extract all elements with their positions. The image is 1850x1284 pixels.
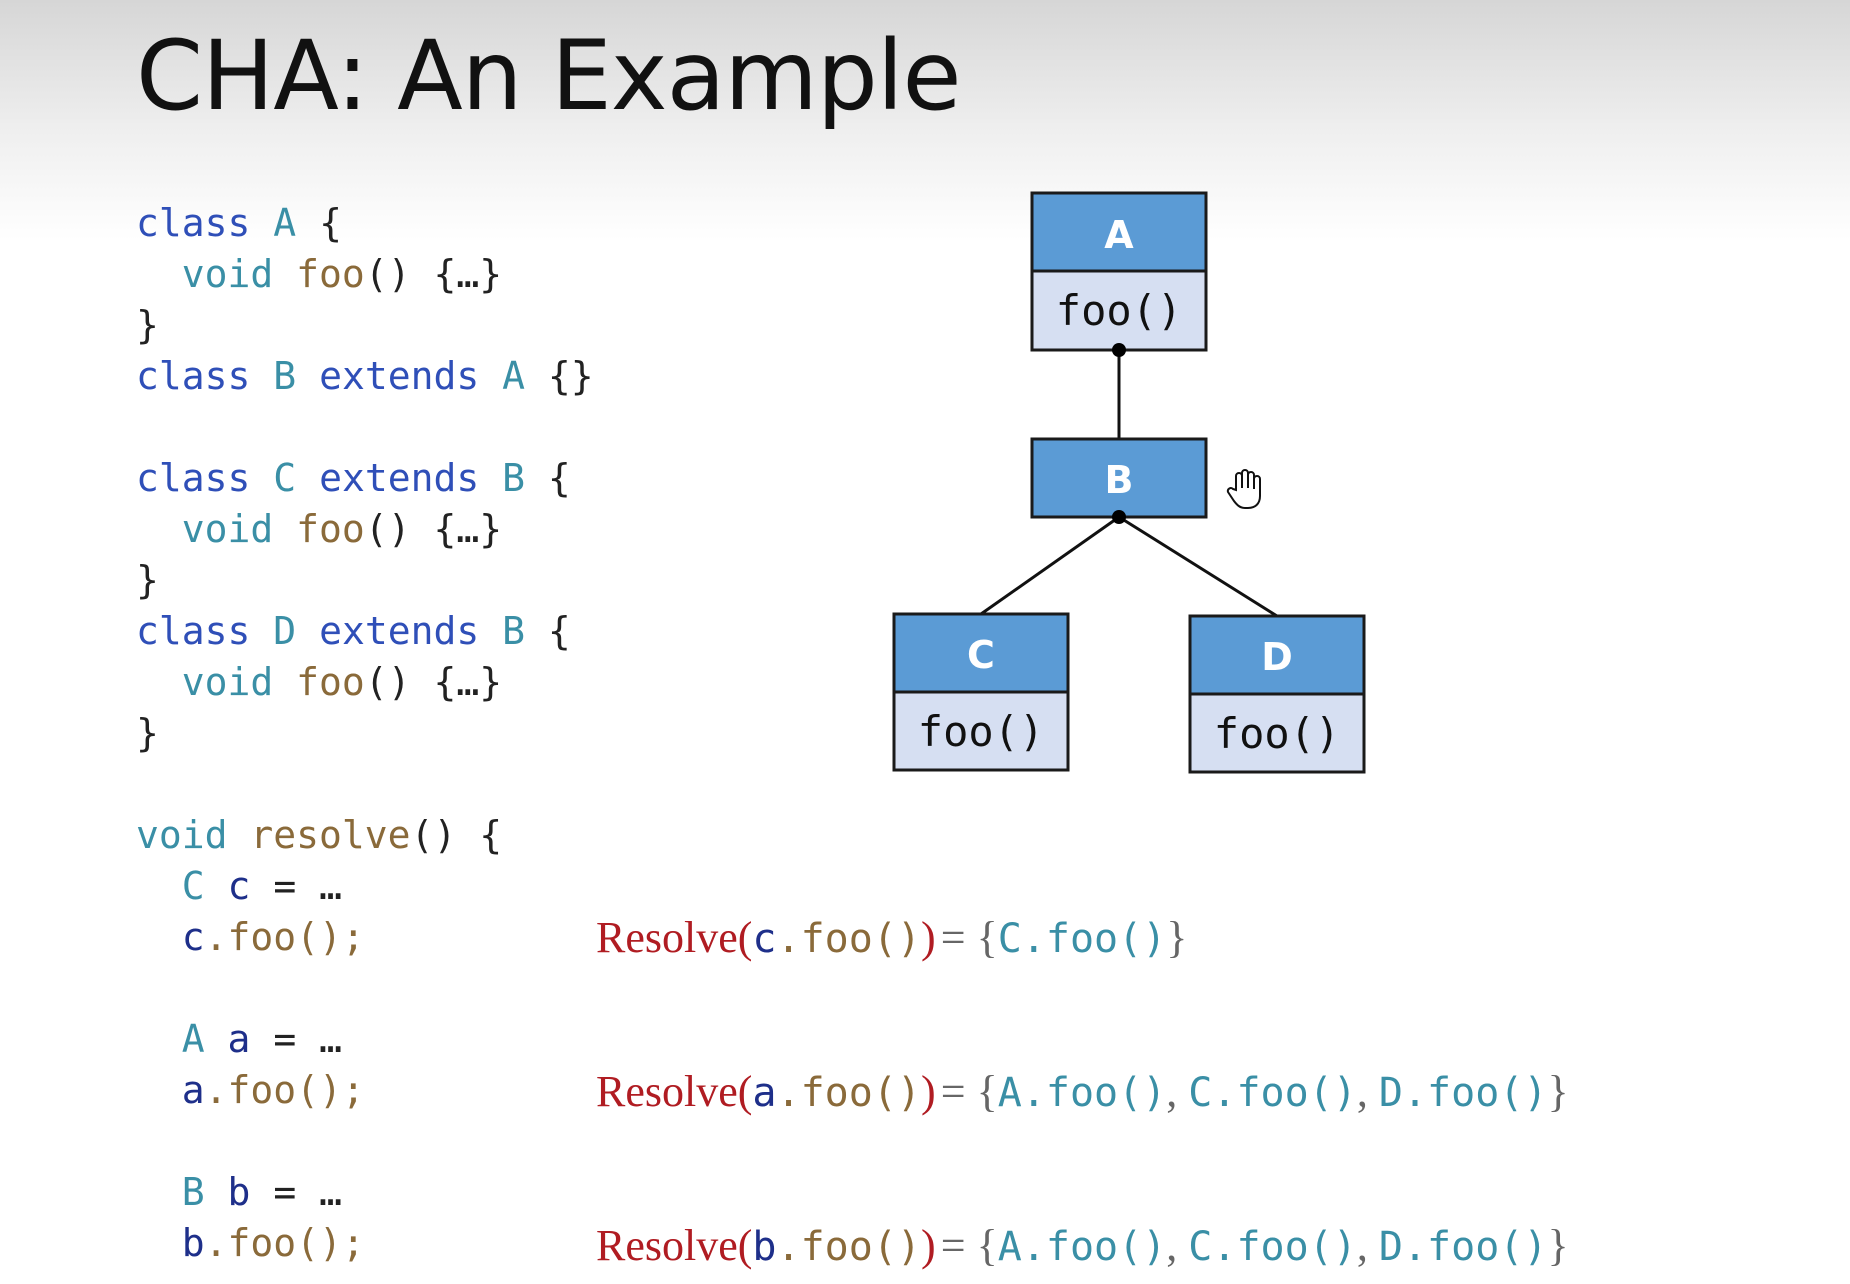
code-line-call-a: a.foo(); [181, 1068, 365, 1112]
code-line-c-foo: void foo() {…} [181, 507, 503, 551]
title-band [0, 0, 1850, 240]
class-name: A [1104, 213, 1134, 257]
code-line-decl-b: B b = … [181, 1170, 342, 1214]
edge-b-d [1118, 515, 1278, 618]
code-line-class-d: class D extends B { [136, 609, 571, 653]
class-name: C [967, 633, 995, 677]
resolution-line-b: Resolve(b.foo()) = {A.foo(), C.foo(), D.… [596, 1221, 1569, 1270]
code-line-decl-c: C c = … [181, 864, 342, 908]
class-body [1188, 692, 1366, 774]
resolution-line-a: Resolve(a.foo()) = {A.foo(), C.foo(), D.… [596, 1067, 1569, 1116]
code-line-c-close: } [136, 558, 159, 602]
code-line-d-close: } [136, 711, 159, 755]
code-listing: class A { void foo() {…} } class B exten… [136, 198, 594, 1269]
class-body [1030, 269, 1208, 352]
class-name: B [1105, 458, 1134, 502]
slide-title: CHA: An Example [136, 20, 962, 132]
code-line-d-foo: void foo() {…} [181, 660, 503, 704]
class-header [1030, 437, 1208, 519]
class-header [1188, 614, 1366, 696]
class-name: D [1261, 635, 1293, 679]
edge-dot-b [1112, 510, 1126, 524]
resolution-line-c: Resolve(c.foo()) = {C.foo()} [596, 913, 1188, 962]
code-line-call-b: b.foo(); [181, 1221, 365, 1265]
class-header [1030, 191, 1208, 273]
code-line-decl-a: A a = … [181, 1017, 342, 1061]
code-line-class-c: class C extends B { [136, 456, 571, 500]
code-line-a-foo: void foo() {…} [181, 252, 503, 296]
code-line-class-b: class B extends A {} [136, 354, 594, 398]
class-method: foo() [1214, 709, 1340, 758]
class-method: foo() [918, 707, 1044, 756]
code-line-class-a: class A { [136, 201, 342, 245]
class-node-c: C foo() [892, 612, 1070, 772]
hand-cursor-icon [1226, 469, 1261, 509]
code-line-resolve-sig: void resolve() { [136, 813, 503, 857]
edge-b-c [980, 515, 1120, 616]
class-body [892, 690, 1070, 772]
edge-dot-a [1112, 343, 1126, 357]
class-method: foo() [1056, 286, 1182, 335]
code-line-a-close: } [136, 303, 159, 347]
class-node-d: D foo() [1188, 614, 1366, 774]
code-line-call-c: c.foo(); [181, 915, 365, 959]
class-node-a: A foo() [1030, 191, 1208, 352]
class-node-b: B [1030, 437, 1208, 519]
